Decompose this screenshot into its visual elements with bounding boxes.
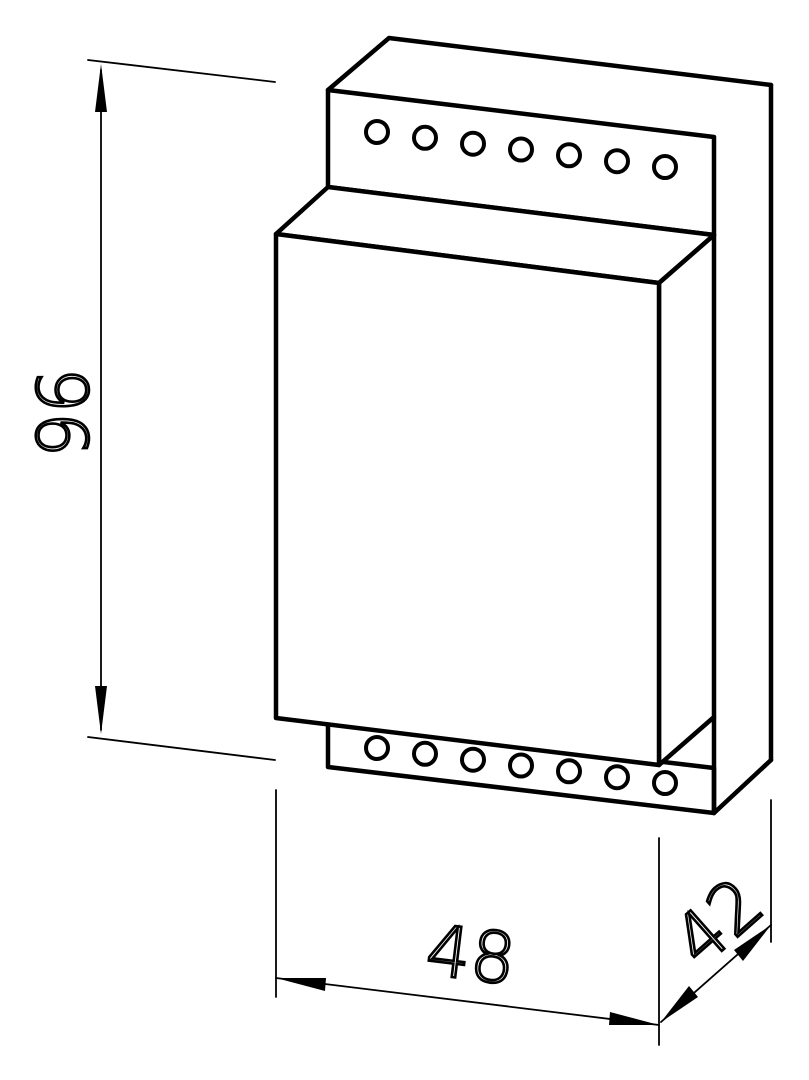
lower-terminal-hole — [412, 740, 438, 767]
upper-terminal-holes — [364, 119, 678, 180]
upper-terminal-hole — [556, 142, 582, 169]
lower-terminal-hole — [604, 764, 630, 791]
width-dimension: 48 — [275, 789, 660, 1046]
lower-terminal-hole — [556, 758, 582, 785]
depth-arrow-upper — [734, 925, 771, 961]
rear-housing — [325, 35, 774, 816]
front-cover — [273, 184, 717, 768]
height-extension-bottom — [87, 736, 276, 761]
height-arrow-top — [95, 64, 107, 112]
depth-dimension: 42 — [656, 799, 780, 1023]
upper-terminal-hole — [508, 136, 534, 163]
lower-terminal-hole — [508, 752, 534, 779]
lower-terminal-hole — [460, 746, 486, 773]
height-dimension: 96 — [22, 59, 276, 761]
lower-terminal-hole — [364, 735, 390, 761]
upper-terminal-hole — [412, 124, 438, 151]
height-arrow-bottom — [95, 686, 107, 734]
width-arrow-right — [609, 1012, 659, 1025]
upper-terminal-hole — [652, 154, 678, 180]
depth-arrow-lower — [661, 986, 698, 1022]
height-extension-top — [87, 59, 276, 83]
depth-label: 42 — [658, 862, 779, 982]
height-label: 96 — [23, 368, 105, 457]
rear-bottom-edge — [711, 757, 774, 816]
lower-terminal-block — [325, 719, 717, 816]
front-cover-face — [273, 231, 662, 768]
upper-terminal-hole — [604, 148, 630, 175]
rear-top-edge — [325, 35, 774, 93]
upper-terminal-hole — [460, 130, 486, 157]
lower-terminal-hole — [652, 770, 678, 796]
front-cover-side — [656, 232, 717, 768]
upper-terminal-hole — [364, 119, 390, 145]
width-arrow-left — [276, 978, 326, 991]
width-label: 48 — [422, 909, 520, 1001]
width-dimension-line — [275, 977, 660, 1026]
lower-terminal-holes — [364, 735, 678, 796]
